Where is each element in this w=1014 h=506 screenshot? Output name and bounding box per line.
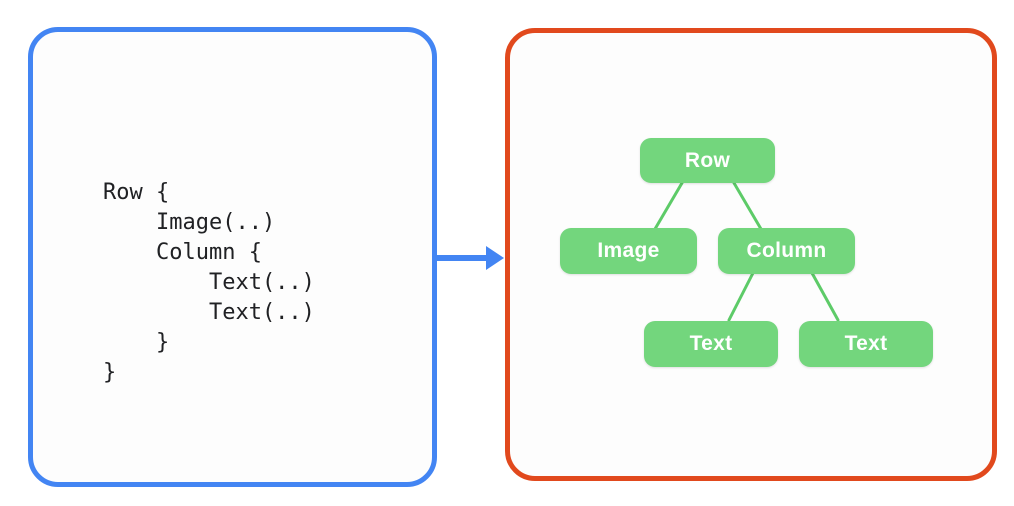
code-panel — [28, 27, 437, 487]
code-line: } — [103, 360, 117, 385]
tree-node-column: Column — [718, 228, 855, 274]
arrow-right-icon — [437, 246, 504, 270]
code-line: Text(..) — [103, 300, 315, 325]
code-line: } — [103, 330, 170, 355]
tree-node-label: Image — [597, 239, 660, 262]
code-line: Row { — [103, 180, 170, 205]
code-line: Image(..) — [103, 210, 276, 235]
tree-node-text-2: Text — [799, 321, 933, 367]
tree-node-label: Text — [689, 332, 733, 355]
tree-node-label: Row — [684, 148, 731, 172]
tree-node-label: Column — [746, 239, 827, 262]
tree-node-label: Text — [844, 332, 888, 355]
tree-node-image: Image — [560, 228, 697, 274]
code-block: Row { Image(..) Column { Text(..) Text(.… — [103, 178, 315, 388]
tree-node-text-1: Text — [644, 321, 778, 367]
code-line: Column { — [103, 240, 262, 265]
code-line: Text(..) — [103, 270, 315, 295]
tree-node-row: Row — [640, 138, 775, 183]
